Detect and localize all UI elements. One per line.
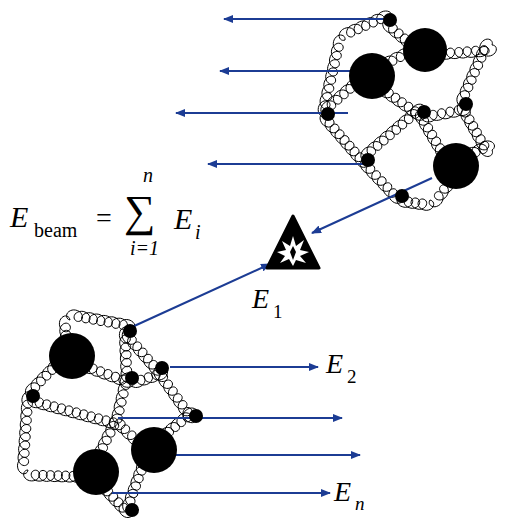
sum-sign: ∑ [124, 190, 155, 234]
arrow [112, 492, 330, 494]
sum-lower-limit: i=1 [130, 238, 159, 258]
quark-large [403, 28, 447, 72]
gluon-spring [457, 39, 492, 106]
quark-small [417, 105, 431, 119]
quark-small [123, 324, 137, 338]
symbol-e: E [334, 478, 351, 506]
gluon-springs [18, 11, 497, 518]
quark-large [131, 427, 177, 473]
gluon-spring [28, 396, 125, 430]
symbol-e: E [10, 202, 28, 232]
arrow [176, 454, 360, 456]
subscript: 1 [273, 302, 283, 321]
quark-large [433, 143, 479, 189]
subscript: beam [34, 220, 77, 240]
quark-large [49, 333, 95, 379]
equals-sign: = [96, 204, 112, 232]
quark-small [189, 409, 203, 423]
subscript: n [355, 494, 365, 513]
momentum-arrows [112, 19, 432, 493]
symbol-e: E [326, 350, 343, 378]
quark-small [26, 389, 40, 403]
arrow [118, 417, 342, 419]
quark-small [383, 13, 397, 27]
quark-large [349, 53, 395, 99]
arrow [208, 163, 372, 165]
arrow [170, 366, 318, 368]
sum-upper-limit: n [143, 165, 153, 185]
quark-small [361, 153, 375, 167]
arrow [220, 70, 352, 72]
collision-symbol [267, 216, 319, 268]
subscript: i [195, 222, 201, 242]
gluon-spring [361, 104, 426, 161]
quark-small [125, 503, 139, 517]
arrow [132, 264, 270, 327]
gluon-spring [339, 11, 392, 40]
gluon-spring [18, 392, 34, 474]
arrow [224, 18, 384, 20]
quark-small [155, 361, 169, 375]
symbol-e: E [174, 204, 192, 234]
symbol-e: E [252, 285, 269, 313]
partons [26, 13, 479, 517]
quark-small [459, 97, 473, 111]
arrow [312, 178, 432, 233]
quark-large [73, 449, 119, 495]
quark-small [125, 371, 139, 385]
quark-small [395, 189, 409, 203]
subscript: 2 [347, 367, 357, 386]
quark-small [321, 107, 335, 121]
